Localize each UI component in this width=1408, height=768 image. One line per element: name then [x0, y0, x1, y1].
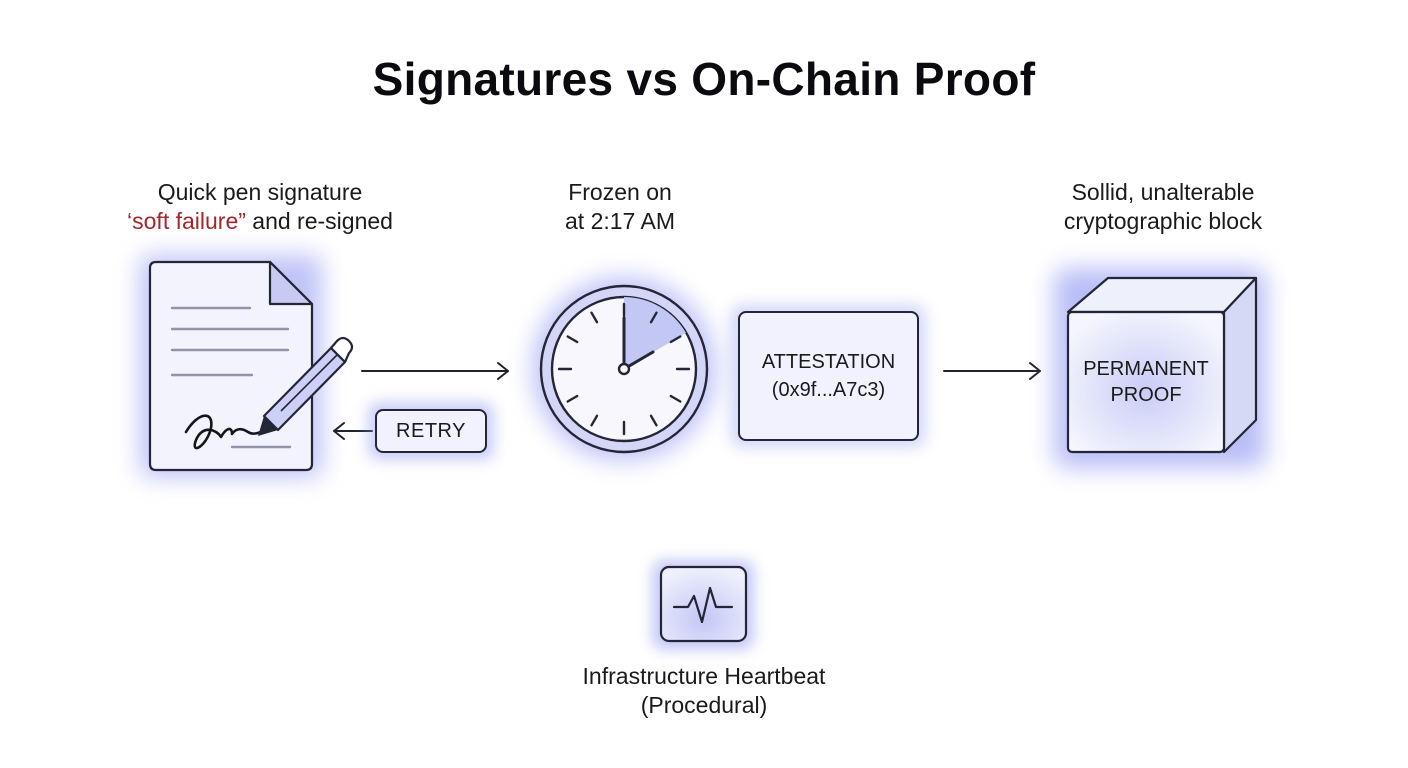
attestation-hash: (0x9f...A7c3) [771, 379, 886, 401]
left-caption: Quick pen signature ‘soft failure” and r… [70, 178, 450, 236]
pen-icon [258, 336, 354, 436]
retry-label: RETRY [396, 419, 466, 442]
attestation-box: ATTESTATION (0x9f...A7c3) [738, 311, 919, 441]
left-caption-line1: Quick pen signature [157, 179, 363, 205]
heartbeat-label-line1: Infrastructure Heartbeat [582, 663, 826, 689]
permanent-proof-line1: PERMANENT [1083, 358, 1209, 380]
retry-button[interactable]: RETRY [375, 409, 487, 453]
left-caption-line2: ‘soft failure” and re-signed [70, 207, 450, 236]
arrow-to-block [943, 362, 1041, 380]
soft-failure-text: ‘soft failure” [127, 208, 246, 234]
right-caption-line1: Sollid, unalterable [1071, 179, 1255, 205]
middle-caption-line2: at 2:17 AM [565, 208, 675, 234]
middle-caption: Frozen on at 2:17 AM [480, 178, 760, 236]
attestation-title: ATTESTATION [761, 351, 896, 373]
clock-icon [532, 277, 716, 461]
middle-caption-line1: Frozen on [568, 179, 672, 205]
page-title: Signatures vs On-Chain Proof [372, 53, 1036, 105]
heartbeat-label: Infrastructure Heartbeat (Procedural) [504, 662, 904, 720]
cube-icon [1054, 268, 1266, 468]
permanent-proof-line2: PROOF [1110, 384, 1182, 406]
permanent-proof-label: PERMANENT PROOF [1068, 356, 1224, 408]
arrow-retry [333, 422, 373, 440]
heartbeat-icon [652, 560, 754, 650]
heartbeat-label-line2: (Procedural) [640, 692, 768, 718]
arrow-to-clock [361, 362, 509, 380]
resigned-text: and re-signed [245, 208, 393, 234]
right-caption-line2: cryptographic block [1063, 208, 1263, 234]
signed-document-icon [140, 255, 322, 477]
right-caption: Sollid, unalterable cryptographic block [1003, 178, 1323, 236]
